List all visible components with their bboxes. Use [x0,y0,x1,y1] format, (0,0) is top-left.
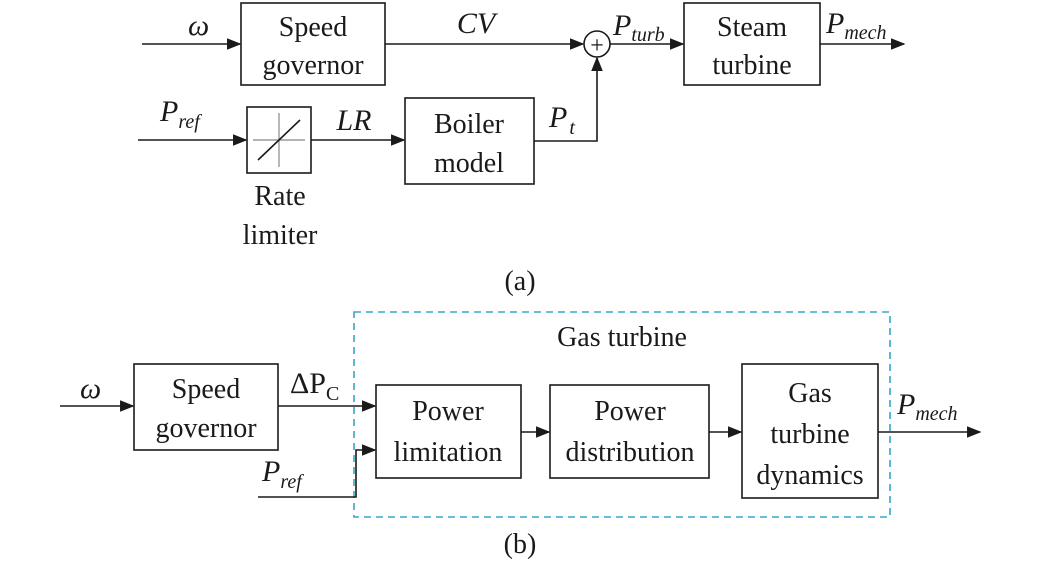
b-delta-pc-label: ΔPC [290,367,339,405]
b-group-title: Gas turbine [557,322,687,353]
b-power-distribution-line2: distribution [565,437,694,468]
b-speed-governor-block [133,363,279,451]
b-power-limitation-line1: Power [412,396,484,427]
a-cv-label: CV [457,7,499,40]
b-caption: (b) [504,529,537,560]
diagram-a: ω Speed governor CV + Pturb Steam turbin… [138,2,906,297]
a-boiler-model-line2: model [434,148,504,179]
a-caption: (a) [504,266,535,297]
a-steam-turbine-line2: turbine [712,50,791,81]
a-boiler-model-block [404,97,535,185]
a-p-t-arrow [534,56,603,142]
b-gas-turbine-dynamics-line3: dynamics [756,460,863,491]
a-rate-limiter-line1: Rate [254,181,305,212]
a-p-ref-label: Pref [159,95,202,133]
b-gas-turbine-dynamics-block [741,363,879,499]
diagram-b: Gas turbine ω Speed governor ΔPC Pref Po… [60,311,982,560]
a-p-mech-label: Pmech [825,7,887,44]
b-power-limitation-block [375,384,522,479]
a-boiler-model-line1: Boiler [434,109,505,140]
a-sum-symbol: + [590,33,604,59]
a-rate-limiter-ramp-icon [257,119,301,161]
b-p-mech-label: Pmech [896,388,958,425]
b-speed-governor-line2: governor [155,413,257,444]
b-gas-turbine-dynamics-line1: Gas [788,378,832,409]
b-p-ref-arrow [258,444,377,498]
b-p-ref-label: Pref [261,455,304,493]
a-speed-governor-line1: Speed [279,12,347,43]
a-p-turb-label: Pturb [612,9,665,46]
b-gas-turbine-dynamics-line2: turbine [770,419,849,450]
a-steam-turbine-line1: Steam [717,12,787,43]
b-speed-governor-line1: Speed [172,374,240,405]
a-lr-label: LR [335,104,371,137]
b-power-distribution-line1: Power [594,396,666,427]
b-power-limitation-line2: limitation [394,437,503,468]
a-speed-governor-line2: governor [262,50,364,81]
a-rate-limiter-line2: limiter [243,220,318,251]
b-power-distribution-block [549,384,710,479]
b-gas-turbine-group [353,311,891,518]
b-omega-label: ω [80,372,101,405]
a-omega-label: ω [188,9,209,42]
